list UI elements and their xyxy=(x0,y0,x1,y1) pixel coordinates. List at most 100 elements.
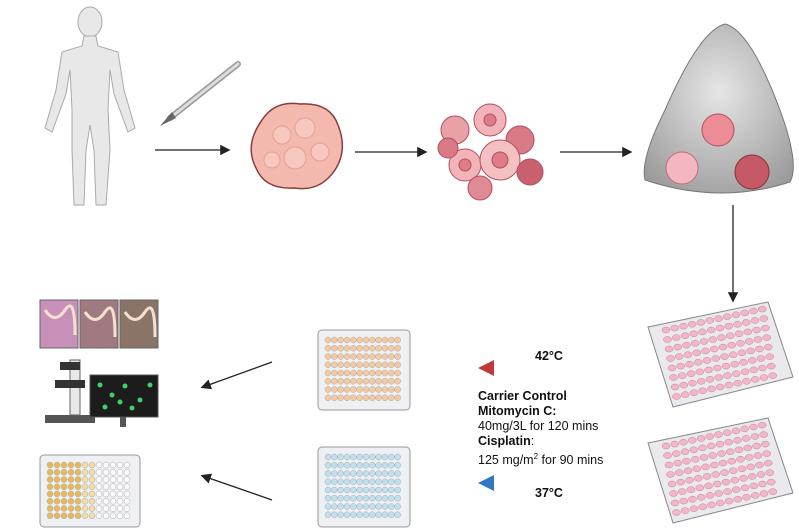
well xyxy=(679,322,688,330)
well xyxy=(381,336,389,344)
well xyxy=(701,463,710,471)
well xyxy=(699,338,709,345)
well xyxy=(768,488,777,495)
mitomycin-label: Mitomycin C: xyxy=(478,404,557,418)
well xyxy=(696,319,706,326)
well xyxy=(672,334,681,341)
well xyxy=(337,369,344,377)
well xyxy=(745,338,754,345)
temp-37c-label: 37°C xyxy=(535,486,563,500)
well xyxy=(733,437,742,444)
well xyxy=(46,483,54,490)
well xyxy=(724,381,734,389)
well xyxy=(109,512,117,519)
well xyxy=(331,353,338,360)
well xyxy=(60,483,68,490)
well xyxy=(678,372,687,379)
well xyxy=(758,480,767,488)
well xyxy=(736,456,745,463)
well xyxy=(394,470,401,477)
well xyxy=(381,386,389,393)
well xyxy=(742,378,751,385)
well xyxy=(109,490,117,498)
well xyxy=(331,470,338,477)
well xyxy=(81,476,89,483)
well-plate-viability-assay xyxy=(39,454,141,528)
well xyxy=(109,498,117,505)
well xyxy=(724,322,733,330)
well xyxy=(53,461,61,469)
well xyxy=(362,378,370,385)
well xyxy=(60,498,68,505)
well xyxy=(123,505,131,512)
well xyxy=(673,343,682,351)
well xyxy=(759,374,769,381)
well xyxy=(337,361,344,368)
well xyxy=(102,512,110,519)
well xyxy=(375,486,382,494)
cisplatin-dose-exponent: 2 xyxy=(533,452,539,461)
organoid-dome-icon xyxy=(643,23,794,194)
well xyxy=(343,353,351,360)
well xyxy=(324,378,332,385)
well xyxy=(67,483,75,490)
well xyxy=(356,462,363,469)
well xyxy=(705,492,715,499)
well xyxy=(324,394,332,401)
cisplatin-label: Cisplatin xyxy=(478,434,531,448)
well xyxy=(362,336,370,344)
well xyxy=(381,511,389,518)
well xyxy=(689,330,698,338)
well xyxy=(324,462,332,469)
well xyxy=(343,478,351,485)
well xyxy=(739,359,748,366)
well xyxy=(343,486,351,494)
well xyxy=(81,461,89,469)
well xyxy=(123,498,131,505)
mitomycin-dose: 40mg/3L for 120 mins xyxy=(478,419,599,433)
well xyxy=(343,503,351,510)
well xyxy=(740,425,749,433)
well xyxy=(95,469,103,476)
well xyxy=(53,498,61,505)
well xyxy=(375,495,382,502)
well xyxy=(46,469,54,476)
well xyxy=(733,495,742,503)
well xyxy=(711,471,720,478)
well xyxy=(67,476,75,483)
well xyxy=(680,448,690,455)
human-figure-icon xyxy=(44,6,136,206)
well xyxy=(748,357,757,364)
well xyxy=(74,461,82,469)
well xyxy=(730,476,739,484)
well xyxy=(362,386,370,393)
well xyxy=(109,461,117,469)
well xyxy=(123,512,131,519)
well xyxy=(337,394,344,401)
well xyxy=(369,511,376,518)
well xyxy=(123,476,131,483)
well xyxy=(762,334,771,341)
well xyxy=(331,511,338,518)
well xyxy=(723,313,732,320)
well xyxy=(60,469,68,476)
well xyxy=(324,478,332,485)
well xyxy=(698,328,707,336)
well xyxy=(362,462,370,469)
well xyxy=(707,385,716,393)
well xyxy=(733,321,742,328)
well xyxy=(350,345,357,352)
well xyxy=(715,440,725,448)
well xyxy=(742,435,751,442)
well xyxy=(60,490,68,498)
well xyxy=(356,345,363,352)
well xyxy=(67,512,75,519)
well xyxy=(394,336,401,344)
well xyxy=(716,499,725,507)
well xyxy=(109,469,117,476)
well xyxy=(53,476,61,483)
well xyxy=(737,349,747,357)
well xyxy=(688,321,697,328)
well xyxy=(369,336,376,344)
well xyxy=(733,379,742,387)
